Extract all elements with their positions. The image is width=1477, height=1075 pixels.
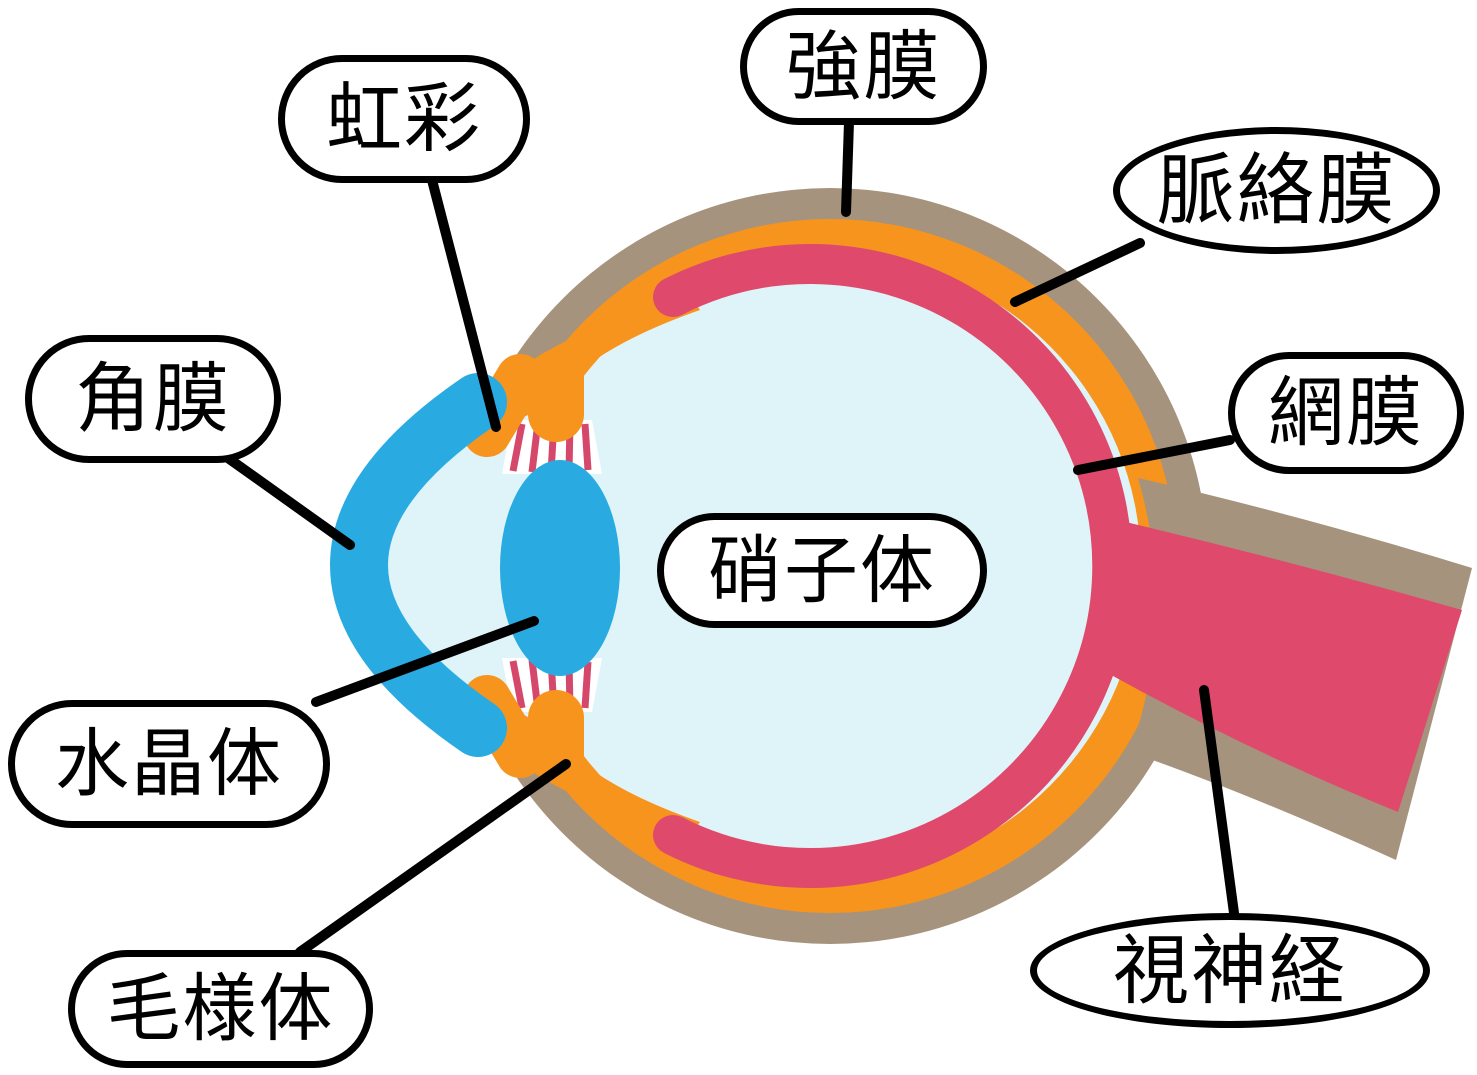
label-cornea-text: 角膜 bbox=[75, 354, 231, 443]
label-lens: 水晶体 bbox=[8, 700, 330, 828]
label-optic-nerve: 視神経 bbox=[1030, 913, 1430, 1028]
leader-sclera bbox=[841, 117, 854, 217]
label-iris: 虹彩 bbox=[278, 55, 530, 183]
leader-choroid bbox=[1010, 238, 1145, 307]
label-retina-text: 網膜 bbox=[1268, 368, 1424, 457]
label-vitreous: 硝子体 bbox=[657, 513, 987, 628]
label-ciliary: 毛様体 bbox=[68, 950, 373, 1068]
label-sclera: 強膜 bbox=[740, 8, 987, 125]
label-sclera-text: 強膜 bbox=[785, 21, 942, 111]
label-ciliary-text: 毛様体 bbox=[106, 966, 335, 1052]
label-iris-text: 虹彩 bbox=[326, 74, 482, 163]
label-choroid-text: 脈絡膜 bbox=[1156, 145, 1397, 236]
label-vitreous-text: 硝子体 bbox=[708, 527, 936, 614]
leader-iris bbox=[427, 175, 501, 432]
leader-optic-nerve bbox=[1199, 685, 1239, 918]
label-choroid: 脈絡膜 bbox=[1113, 127, 1440, 254]
optic-nerve-body bbox=[1088, 515, 1462, 812]
leader-lens bbox=[311, 616, 539, 707]
lens-body bbox=[500, 460, 620, 676]
label-lens-text: 水晶体 bbox=[55, 721, 283, 807]
cornea-layer bbox=[330, 373, 507, 757]
label-optic-nerve-text: 視神経 bbox=[1113, 925, 1347, 1015]
label-retina: 網膜 bbox=[1228, 352, 1464, 474]
leader-lines bbox=[223, 117, 1239, 957]
leader-retina bbox=[1073, 435, 1235, 475]
label-cornea: 角膜 bbox=[25, 335, 281, 463]
leader-ciliary bbox=[295, 759, 571, 957]
leader-cornea bbox=[223, 453, 355, 550]
